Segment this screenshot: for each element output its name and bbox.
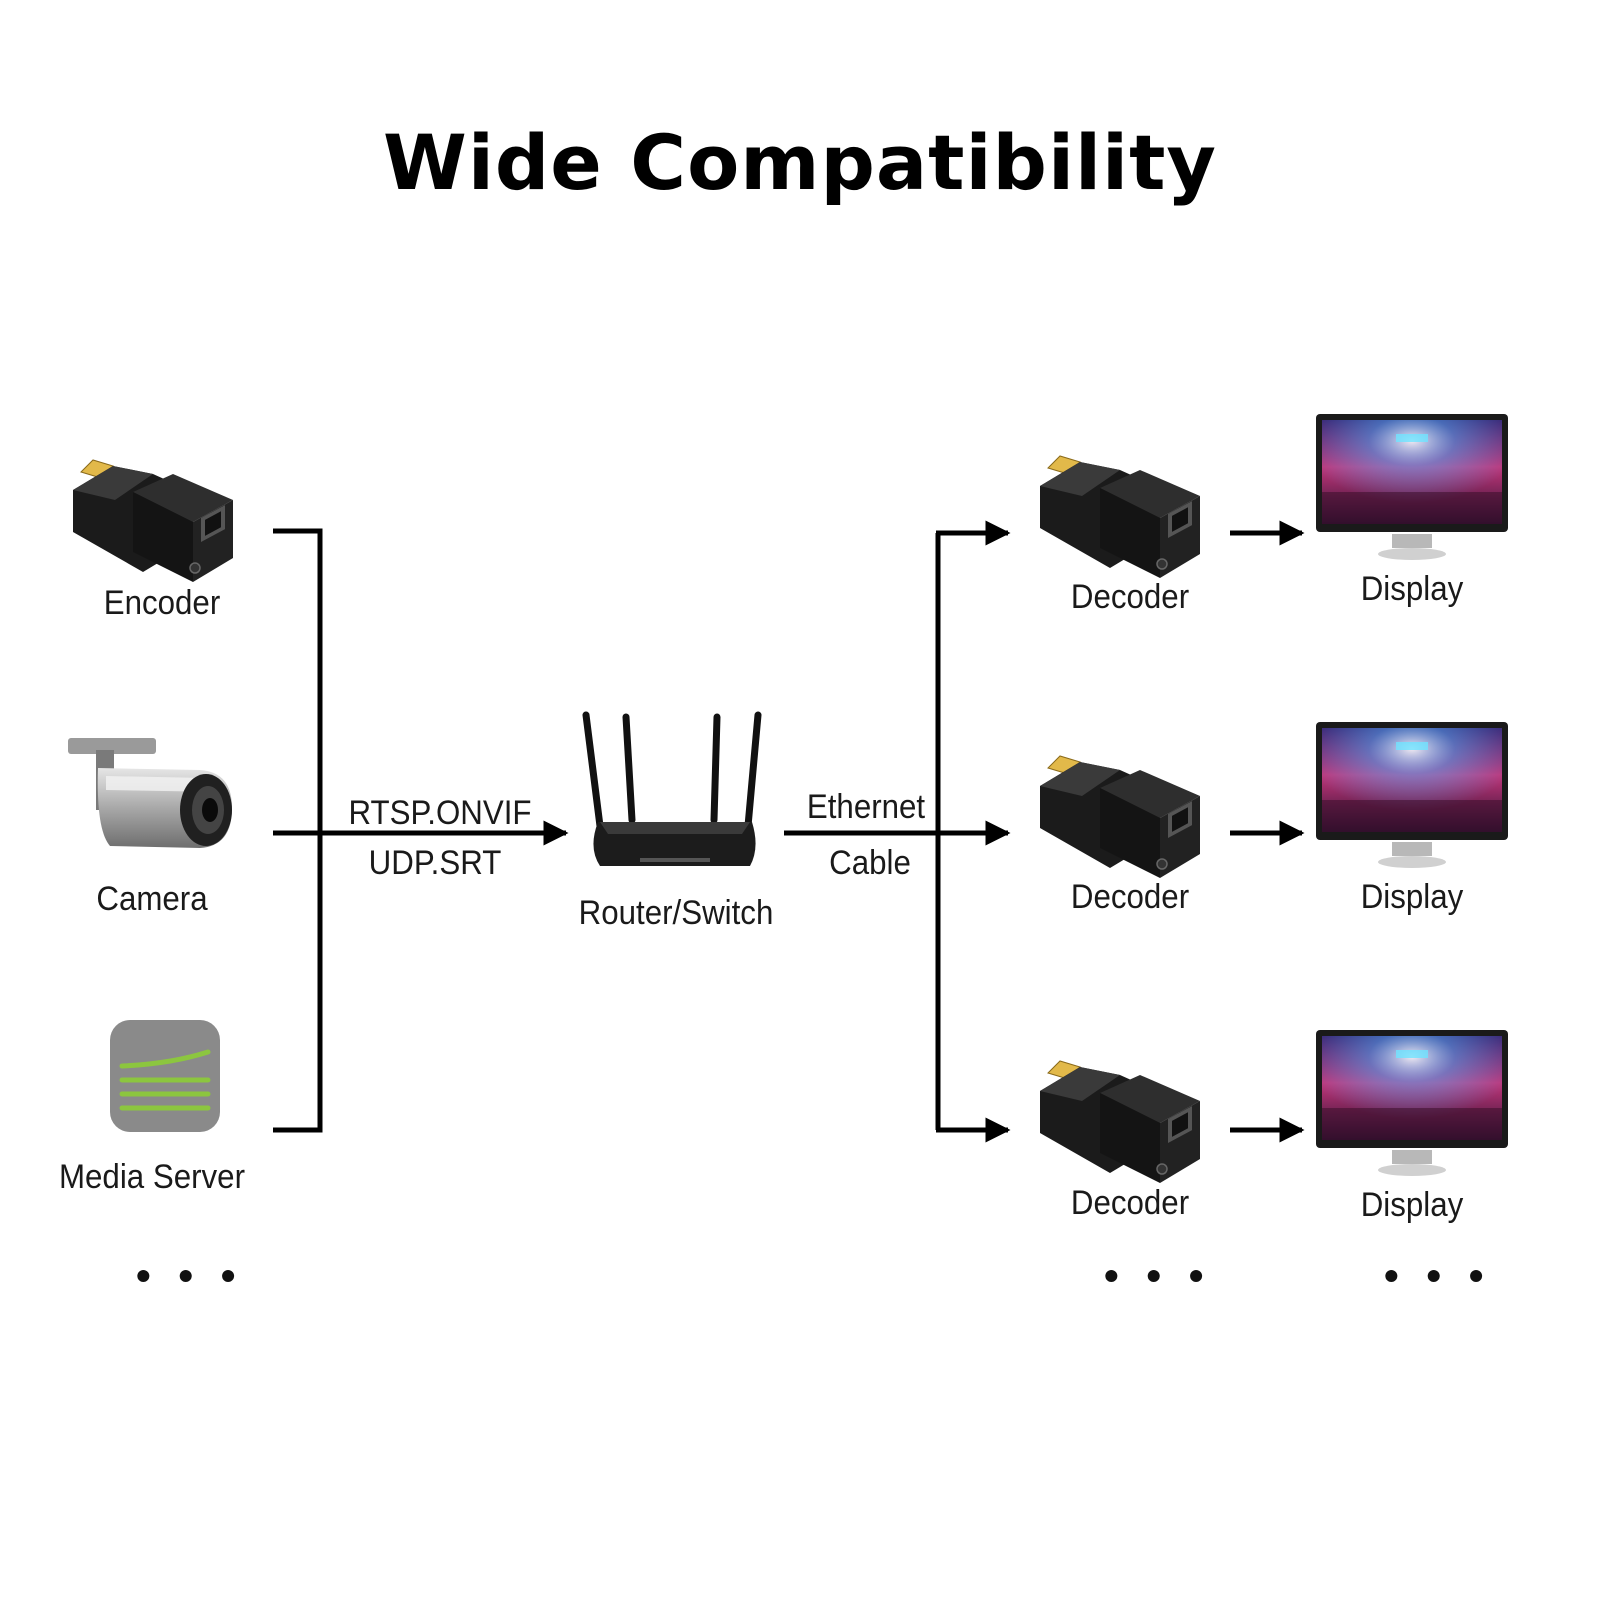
- protocol-line-1: RTSP.ONVIF: [348, 794, 532, 832]
- monitor-icon: [1316, 1030, 1508, 1176]
- encoder-label: Encoder: [103, 584, 221, 622]
- decoder-label: Decoder: [1070, 878, 1190, 916]
- cable-line-2: Cable: [829, 844, 911, 882]
- camera-icon: [68, 738, 232, 848]
- camera-label: Camera: [96, 880, 208, 918]
- encoder-dongle-icon: [72, 459, 234, 583]
- decoder-dongle-icon: [1039, 455, 1201, 579]
- more-sources: • • •: [136, 1252, 244, 1299]
- display-label: Display: [1360, 1186, 1464, 1224]
- monitor-icon: [1316, 414, 1508, 560]
- more-decoders: • • •: [1104, 1252, 1212, 1299]
- router-label: Router/Switch: [578, 894, 774, 932]
- decoder-label: Decoder: [1070, 1184, 1190, 1222]
- page-title: Wide Compatibility: [383, 118, 1217, 207]
- router-icon: [582, 711, 762, 866]
- display-label: Display: [1360, 570, 1464, 608]
- cable-line-1: Ethernet: [806, 788, 926, 826]
- decoder-dongle-icon: [1039, 755, 1201, 879]
- display-label: Display: [1360, 878, 1464, 916]
- more-displays: • • •: [1384, 1252, 1492, 1299]
- media-server-label: Media Server: [58, 1158, 246, 1196]
- monitor-icon: [1316, 722, 1508, 868]
- decoder-label: Decoder: [1070, 578, 1190, 616]
- source-bracket: [273, 528, 323, 1133]
- media-server-icon: [110, 1020, 220, 1132]
- protocol-line-2: UDP.SRT: [368, 844, 502, 882]
- decoder-dongle-icon: [1039, 1060, 1201, 1184]
